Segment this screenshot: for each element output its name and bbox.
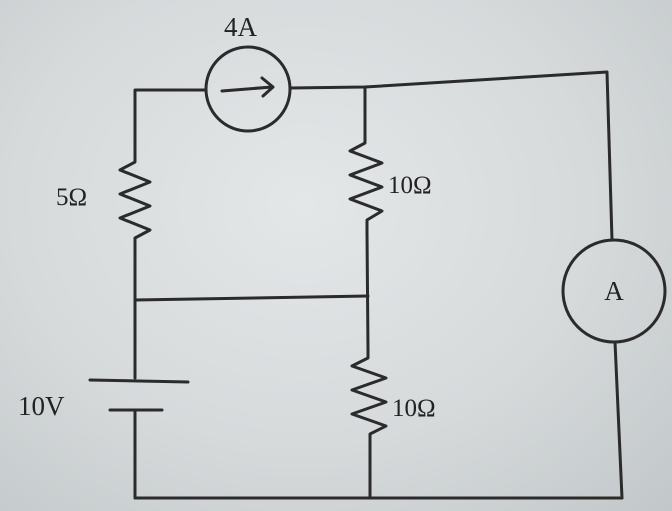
resistor-10ohm-bottom: 10Ω — [350, 348, 436, 442]
wire-horizontal-middle — [133, 294, 370, 302]
arrow-right-icon — [220, 76, 275, 98]
current-source-circle — [204, 45, 292, 133]
battery-label: 10V — [18, 391, 65, 421]
resistor-10ohm-top-label: 10Ω — [388, 172, 432, 199]
wire-mid-center — [365, 230, 370, 352]
current-source-label: 4A — [224, 12, 258, 42]
resistor-10ohm-top: 10Ω — [348, 133, 432, 234]
resistor-10ohm-bottom-label: 10Ω — [392, 395, 436, 422]
wire-right-lower — [613, 340, 624, 500]
battery: 10V — [18, 378, 190, 421]
resistor-5ohm: 5Ω — [56, 153, 152, 250]
wire-top-left — [133, 88, 207, 157]
wire-top-right — [288, 70, 614, 242]
wires — [133, 70, 624, 500]
ammeter: A — [561, 238, 667, 344]
resistor-5ohm-label: 5Ω — [56, 184, 87, 211]
ammeter-label: A — [604, 276, 624, 306]
resistor-zigzag-icon — [350, 348, 388, 442]
resistor-zigzag-icon — [118, 153, 152, 250]
current-source: 4A — [204, 12, 292, 133]
battery-long-plate — [88, 378, 190, 384]
ammeter-circle — [561, 238, 667, 344]
resistor-zigzag-icon — [348, 133, 384, 234]
